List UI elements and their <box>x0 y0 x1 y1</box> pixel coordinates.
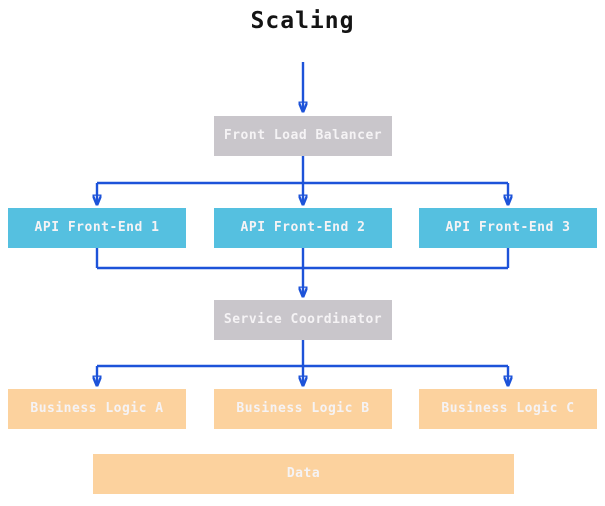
rail-api-converge <box>95 248 510 270</box>
api-front-end-3-node: API Front-End 3 <box>419 208 597 248</box>
rail-coordinator-branch <box>97 340 508 368</box>
front-load-balancer-node: Front Load Balancer <box>214 116 392 156</box>
service-coordinator-node: Service Coordinator <box>214 300 392 340</box>
api-front-end-1-node: API Front-End 1 <box>8 208 186 248</box>
business-logic-b-node: Business Logic B <box>214 389 392 429</box>
data-node: Data <box>93 454 514 494</box>
rail-load-balancer-branch <box>97 156 508 185</box>
business-logic-c-node: Business Logic C <box>419 389 597 429</box>
diagram-title: Scaling <box>250 8 355 34</box>
business-logic-a-node: Business Logic A <box>8 389 186 429</box>
api-front-end-2-node: API Front-End 2 <box>214 208 392 248</box>
